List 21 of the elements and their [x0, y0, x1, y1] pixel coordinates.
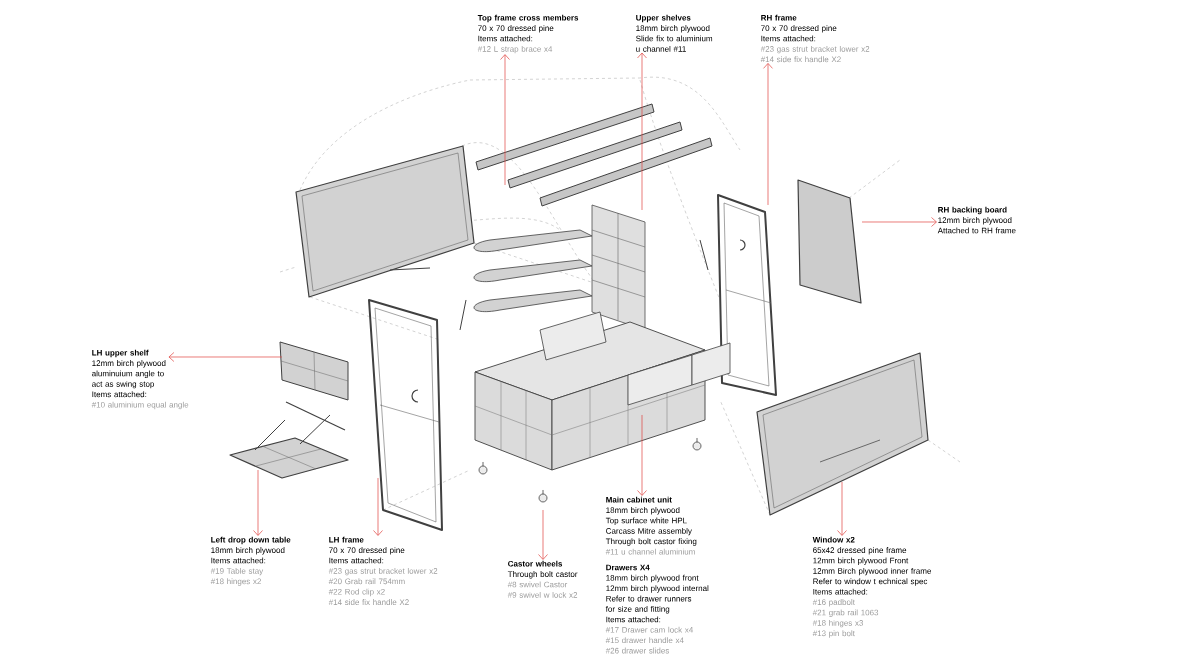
- leader-arrow: [538, 509, 548, 560]
- callout-text: LH upper shelf 12mm birch plywood aluminuium angle to act as swing stop Items attached: #10 aluminium equal angle: [91, 349, 189, 410]
- leader-arrow: [637, 52, 647, 211]
- leader-arrow: [837, 481, 847, 536]
- callout-text: Top frame cross members 70 x 70 dressed pine Items attached: #12 L strap brace x4: [477, 14, 579, 54]
- leader-arrow: [168, 352, 283, 362]
- callout-text: Castor wheels Through bolt castor #8 swivel Castor #9 swivel w lock x2: [507, 560, 578, 598]
- leader-arrow: [373, 477, 383, 536]
- callout-text: LH frame 70 x 70 dressed pine Items attached: #23 gas strut bracket lower x2 #20 Grab rail 754mm #22 Rod clip x2 #14 side fix handle X2: [328, 536, 438, 605]
- leader-arrow: [500, 54, 510, 186]
- callout-text: Drawers X4 18mm birch plywood front 12mm birch plywood internal Refer to drawer runners for size and fitting Items attached: #17 Drawer cam lock x4 #15 drawer handle x4 #26 drawer slides: [605, 564, 709, 654]
- leader-arrow: [763, 63, 773, 206]
- callout-text: RH frame 70 x 70 dressed pine Items attached: #23 gas strut bracket lower x2 #14 side fix handle X2: [760, 14, 870, 63]
- callout-text: Upper shelves 18mm birch plywood Slide fix to aluminium u channel #11: [636, 14, 713, 52]
- callout-text: Left drop down table 18mm birch plywood Items attached: #19 Table stay #18 hinges x2: [210, 536, 291, 586]
- callout-text: Main cabinet unit 18mm birch plywood Top surface white HPL Carcass Mitre assembly Through bolt castor fixing #11 u channel aluminium: [605, 496, 697, 555]
- callout-text: RH backing board 12mm birch plywood Attached to RH frame: [937, 206, 1016, 234]
- leader-arrow: [253, 469, 263, 536]
- callout-text: Window x2 65x42 dressed pine frame 12mm birch plywood Front 12mm Birch plywood inner frame Refer to window t echnical spec Items attached: #16 padbolt #21 grab rail 1063 #18 hinges x3 #13 pin bolt: [812, 536, 932, 638]
- leader-arrow: [861, 217, 937, 227]
- leader-arrow: [637, 414, 647, 496]
